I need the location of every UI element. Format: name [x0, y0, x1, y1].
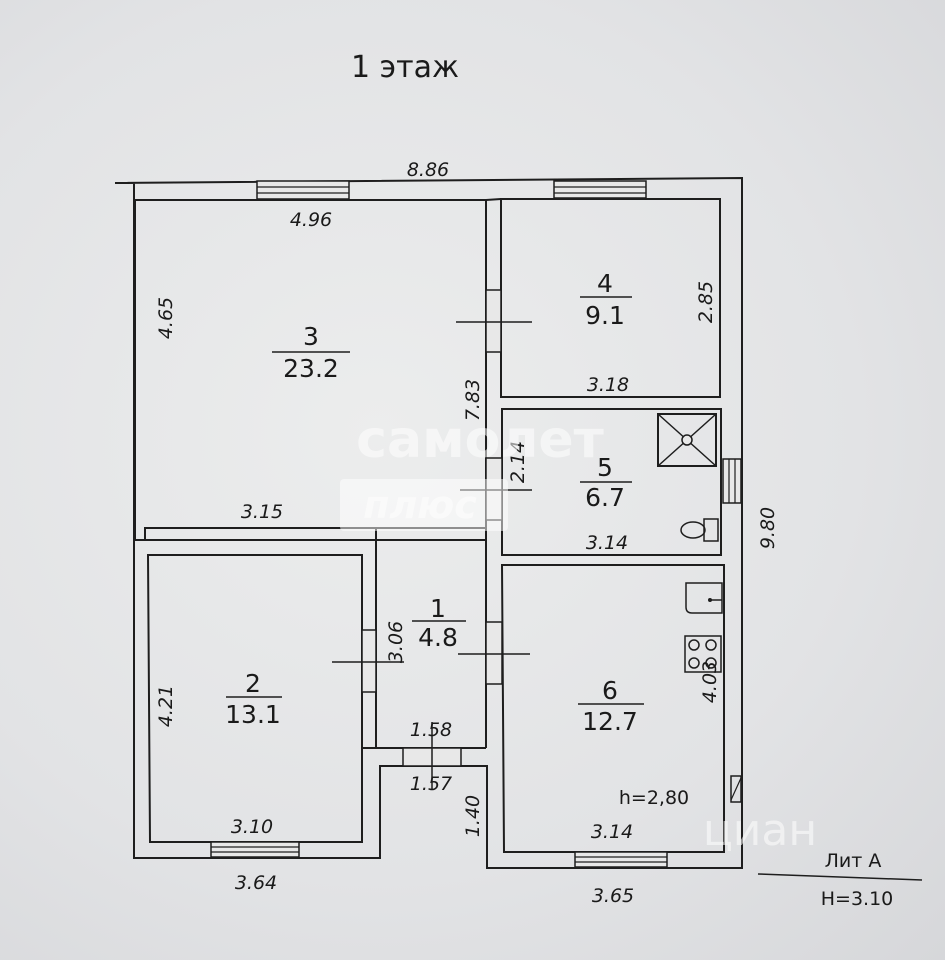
dim-room3-bottom: 3.15	[241, 501, 283, 523]
room-3-walls	[135, 199, 487, 541]
room-5-number: 5	[597, 453, 613, 482]
door-room-3	[456, 289, 532, 353]
room-1-area: 4.8	[418, 623, 458, 652]
dim-room6-side: 4.03	[699, 661, 721, 703]
watermark-brand: самолет	[356, 410, 604, 470]
building-height-label: H=3.10	[821, 888, 894, 910]
dim-entry-bottom: 1.57	[410, 773, 452, 795]
door-entry	[402, 722, 462, 790]
window-room-6	[574, 851, 668, 868]
dim-room3-top: 4.96	[290, 209, 332, 231]
room-3-area: 23.2	[283, 354, 339, 383]
page-title: 1 этаж	[351, 50, 459, 85]
room-2-walls	[146, 554, 363, 843]
lit-underline	[757, 873, 923, 881]
room-2-number: 2	[245, 669, 261, 698]
sink-icon	[685, 582, 723, 614]
partition-top	[485, 198, 502, 201]
dim-outer-right: 9.80	[757, 507, 779, 549]
window-room-2	[210, 841, 300, 858]
dim-room5-side: 2.14	[507, 441, 529, 483]
dim-room4-right: 2.85	[695, 281, 717, 323]
dim-outer-bottom-right: 3.65	[592, 885, 634, 907]
window-room-5	[722, 458, 742, 504]
room-6-walls	[500, 564, 725, 853]
stove-icon	[684, 635, 722, 673]
dim-outer-top: 8.86	[407, 159, 449, 181]
dim-room5-bottom: 3.14	[586, 532, 628, 554]
dim-outer-bottom-left: 3.64	[235, 872, 277, 894]
shower-tray-icon	[657, 413, 717, 467]
dim-room4-bottom: 3.18	[587, 374, 629, 396]
dim-room6-bottom: 3.14	[591, 821, 633, 843]
window-room-4	[553, 180, 647, 199]
room-4-area: 9.1	[585, 301, 625, 330]
door-room-2	[332, 629, 404, 693]
dim-entry-top: 1.58	[410, 719, 452, 741]
room-height-label: h=2,80	[619, 787, 689, 809]
room-4-walls	[500, 198, 721, 398]
door-room-6	[458, 621, 530, 685]
dim-corridor-length: 7.83	[462, 379, 484, 421]
room-5-area: 6.7	[585, 483, 625, 512]
watermark-corner: циан	[703, 805, 817, 856]
room-6-number: 6	[602, 676, 618, 705]
dim-room1-side: 3.06	[385, 621, 407, 663]
toilet-icon	[680, 518, 719, 542]
lit-label: Лит А	[825, 850, 882, 872]
watermark-badge	[340, 479, 508, 531]
dim-room2-left: 4.21	[155, 685, 177, 727]
dim-room3-left: 4.65	[155, 297, 177, 339]
room-6-area: 12.7	[582, 707, 638, 736]
dim-room2-bottom: 3.10	[231, 816, 273, 838]
room-2-area: 13.1	[225, 700, 281, 729]
dim-entry-depth: 1.40	[462, 795, 484, 837]
room-4-number: 4	[597, 269, 613, 298]
room-3-number: 3	[303, 322, 319, 351]
room-1-number: 1	[430, 594, 446, 623]
window-room-3	[256, 180, 350, 200]
watermark-sub: плюс	[363, 483, 477, 527]
boiler-icon	[730, 775, 742, 803]
